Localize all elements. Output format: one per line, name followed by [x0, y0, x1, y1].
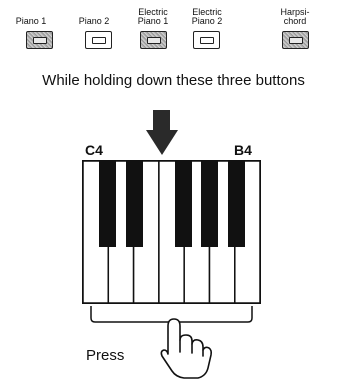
piano-2-button[interactable]	[85, 31, 112, 49]
piano-keyboard	[82, 160, 261, 304]
harpsichord-button[interactable]	[282, 31, 309, 49]
black-key-f-sharp-4[interactable]	[175, 161, 192, 247]
key-label-end: B4	[234, 142, 252, 158]
electric-piano-2-button[interactable]	[193, 31, 220, 49]
button-label-electric-piano-2: Electric Piano 2	[191, 7, 223, 26]
black-key-d-sharp-4[interactable]	[126, 161, 143, 247]
instruction-text: While holding down these three buttons	[42, 72, 305, 89]
button-label-piano-2: Piano 2	[78, 16, 110, 26]
led-indicator-icon	[289, 37, 303, 44]
black-key-a-sharp-4[interactable]	[228, 161, 245, 247]
led-indicator-icon	[147, 37, 161, 44]
button-label-harpsichord: Harpsi- chord	[280, 7, 310, 26]
white-key-f4[interactable]	[158, 160, 185, 304]
led-indicator-icon	[200, 37, 214, 44]
electric-piano-1-button[interactable]	[140, 31, 167, 49]
led-indicator-icon	[33, 37, 47, 44]
key-label-start: C4	[85, 142, 103, 158]
led-indicator-icon	[92, 37, 106, 44]
button-label-piano-1: Piano 1	[15, 16, 47, 26]
black-key-c-sharp-4[interactable]	[99, 161, 116, 247]
press-label: Press	[86, 347, 125, 364]
black-key-g-sharp-4[interactable]	[201, 161, 218, 247]
piano-1-button[interactable]	[26, 31, 53, 49]
pressing-hand-icon	[160, 318, 213, 379]
button-label-electric-piano-1: Electric Piano 1	[137, 7, 169, 26]
down-arrow-icon	[146, 110, 178, 155]
